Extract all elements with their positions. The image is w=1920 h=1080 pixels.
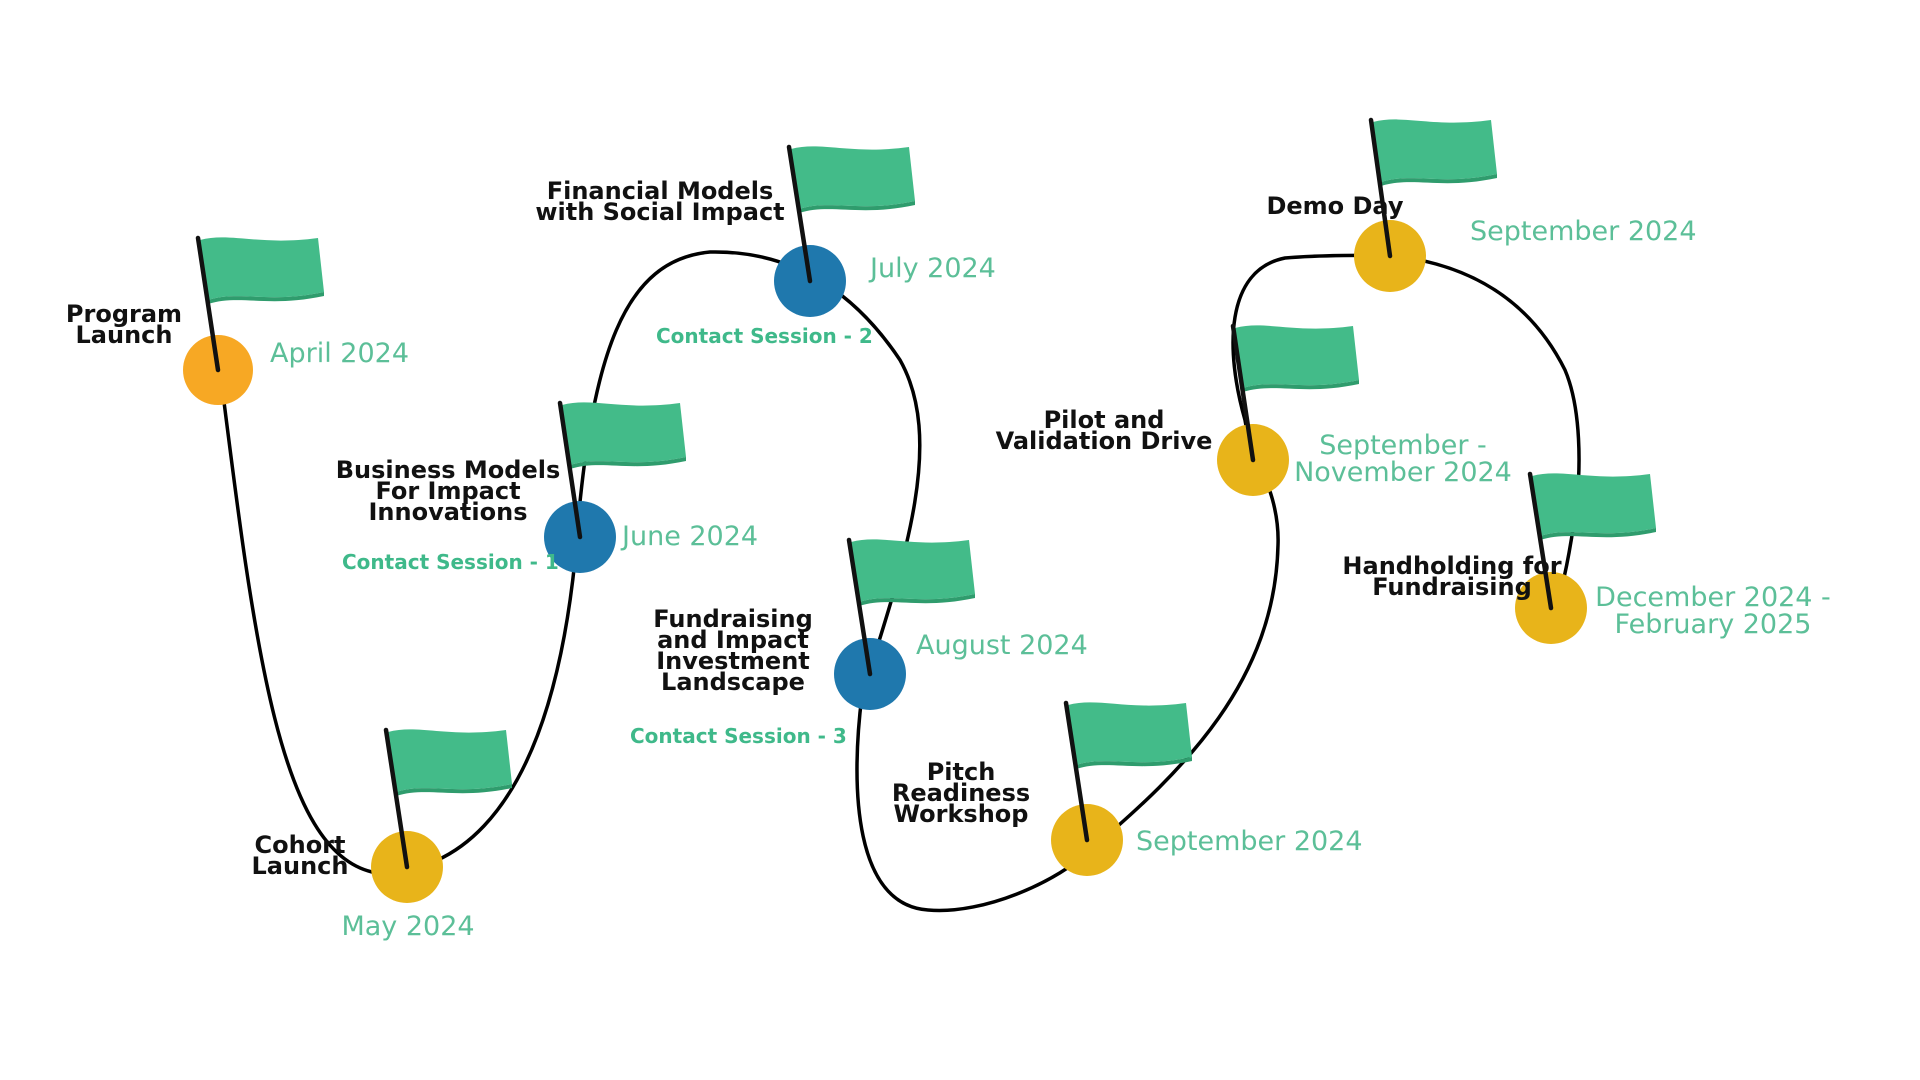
flag-icon [1527,471,1656,611]
flag-icon [383,727,512,870]
flag-icon [1063,700,1192,843]
contact-session-label: Contact Session - 1 [342,550,559,574]
milestone-date: April 2024 [270,338,409,369]
milestone-date: May 2024 [341,911,474,942]
milestone-date: September -November 2024 [1294,430,1512,488]
flag-icon [557,400,686,540]
milestone-date: September 2024 [1136,826,1363,857]
contact-session-label: Contact Session - 2 [656,324,873,348]
milestone-date: September 2024 [1470,216,1697,247]
milestone-date: July 2024 [868,253,996,284]
milestone-date: December 2024 -February 2025 [1595,582,1831,640]
milestone-date: August 2024 [916,630,1088,661]
milestone-date: June 2024 [620,521,758,552]
flag-icon [846,537,975,677]
flag-icon [195,235,324,373]
contact-session-label: Contact Session - 3 [630,724,847,748]
flag-icon [1230,323,1359,463]
flag-icon [1368,117,1497,259]
milestone-title: Demo Day [1266,192,1403,220]
flag-icon [786,144,915,284]
